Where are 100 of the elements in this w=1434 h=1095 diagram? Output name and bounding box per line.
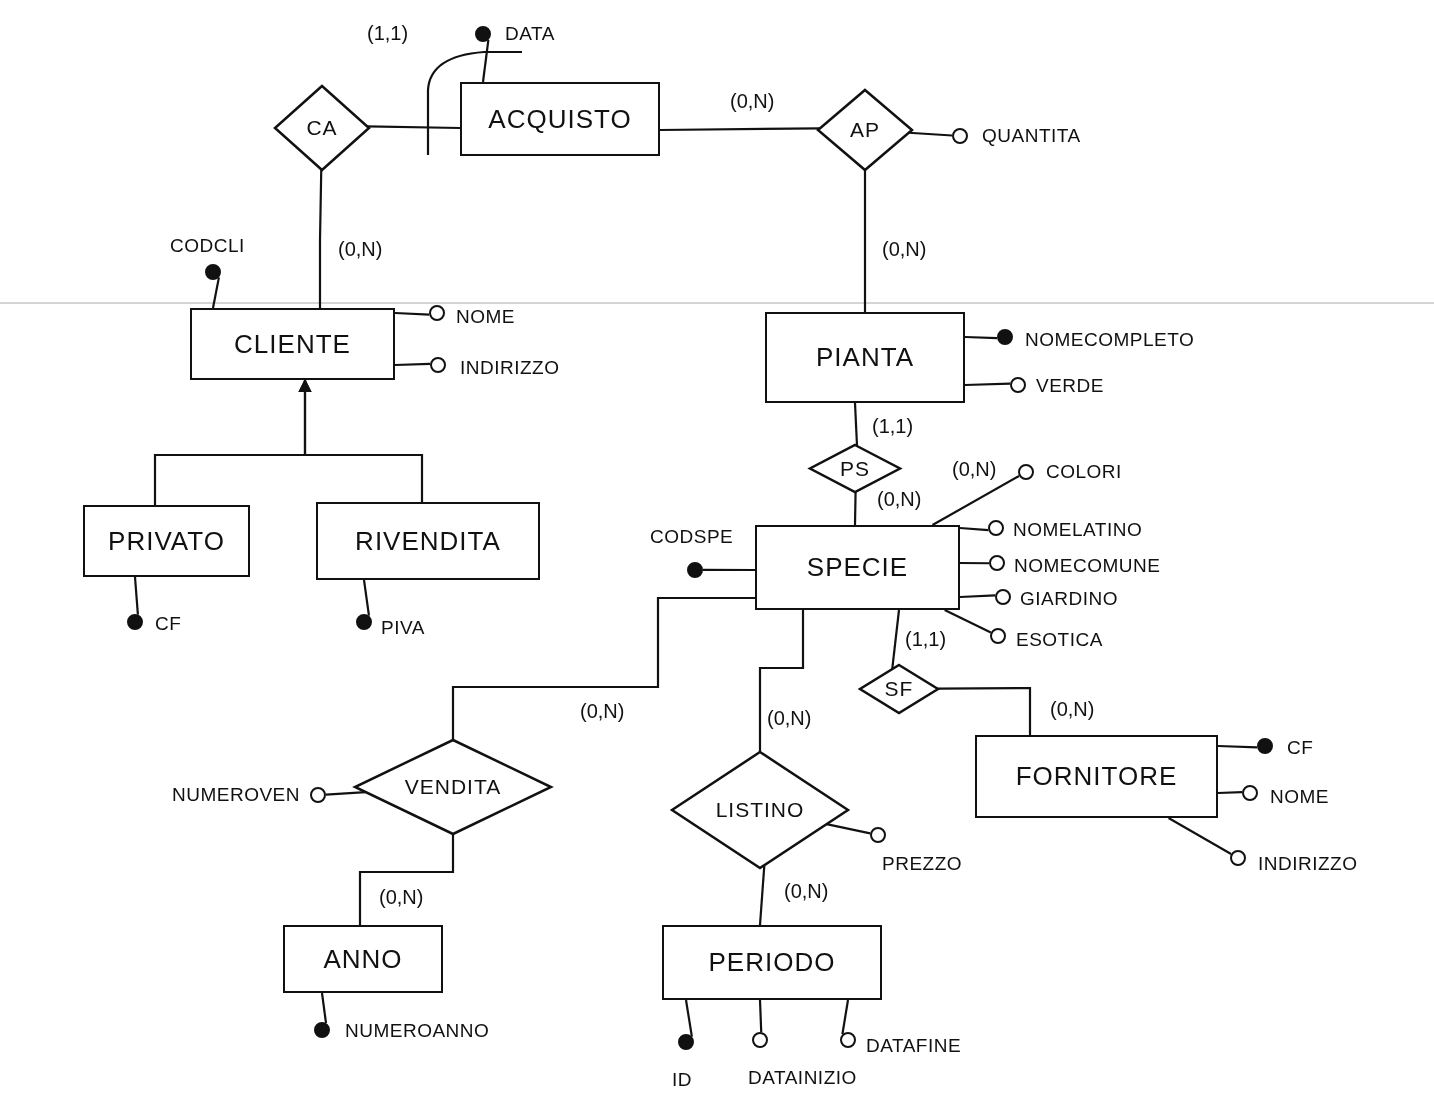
attribute-line: [1217, 744, 1258, 749]
attribute-circle: [430, 357, 446, 373]
cardinality-label: (0,N): [1048, 698, 1097, 720]
attribute-name: CF: [155, 614, 182, 633]
key-attribute-dot: [127, 614, 143, 630]
connector-line: [937, 686, 1032, 735]
attribute-line: [1168, 817, 1232, 855]
entity-name: SPECIE: [806, 552, 909, 583]
connector-line: [758, 865, 766, 926]
attribute-circle: [870, 827, 886, 843]
attribute-name: NOME: [1270, 787, 1329, 806]
attribute-circle: [1018, 464, 1034, 480]
generalization-arrow: [298, 378, 424, 502]
relationship-diamond: [275, 86, 369, 170]
key-attribute-dot: [687, 562, 703, 578]
entity-box: [975, 735, 1218, 818]
relationship-name: CA: [306, 116, 338, 140]
relationship-name: LISTINO: [715, 798, 805, 822]
attribute-line: [684, 999, 693, 1037]
key-attribute-dot: [205, 264, 221, 280]
cardinality-label: (0,N): [728, 90, 777, 112]
relationship-diamond: [672, 752, 848, 868]
attribute-line: [320, 992, 328, 1024]
attribute-line: [959, 594, 996, 599]
attribute-circle: [310, 787, 326, 803]
attribute-name: NOME: [456, 307, 515, 326]
entity-box: [283, 925, 443, 993]
entity-box: [83, 505, 250, 577]
entity-name: PERIODO: [708, 947, 836, 978]
attribute-circle: [840, 1032, 856, 1048]
attribute-name: CODCLI: [170, 236, 245, 255]
cardinality-label: (0,N): [578, 700, 627, 722]
attribute-name: NOMECOMUNE: [1014, 556, 1161, 575]
key-attribute-dot: [314, 1022, 330, 1038]
attribute-name: DATAINIZIO: [748, 1068, 857, 1087]
attribute-line: [362, 579, 371, 616]
entity-box: [460, 82, 660, 156]
cardinality-label: (0,N): [782, 880, 831, 902]
entity-box: [755, 525, 960, 610]
key-attribute-dot: [678, 1034, 694, 1050]
attribute-line: [211, 277, 220, 309]
entity-box: [190, 308, 395, 380]
relationship-diamond: [810, 445, 900, 492]
attribute-name: NUMEROANNO: [345, 1021, 490, 1040]
attribute-name: GIARDINO: [1020, 589, 1118, 608]
attribute-circle: [1242, 785, 1258, 801]
relationship-name: AP: [850, 118, 880, 142]
attribute-name: COLORI: [1046, 462, 1122, 481]
attribute-line: [959, 526, 989, 532]
relationship-name: SF: [884, 677, 914, 701]
attribute-name: NOMECOMPLETO: [1025, 330, 1195, 349]
attribute-circle: [1010, 377, 1026, 393]
connector-line: [367, 125, 460, 130]
attribute-name: CODSPE: [650, 527, 734, 546]
entity-name: PRIVATO: [108, 525, 225, 557]
attribute-line: [394, 362, 431, 367]
attribute-line: [908, 131, 953, 137]
relationship-name: VENDITA: [404, 775, 502, 799]
connector-line: [358, 834, 455, 925]
attribute-line: [944, 609, 992, 634]
entity-name: ANNO: [323, 943, 403, 975]
relationship-name: PS: [840, 456, 870, 481]
attribute-name: VERDE: [1036, 376, 1104, 395]
attribute-name: NUMEROVEN: [172, 785, 300, 804]
key-attribute-dot: [356, 614, 372, 630]
attribute-line: [133, 576, 139, 615]
entity-box: [662, 925, 882, 1000]
entity-name: ACQUISTO: [488, 103, 632, 135]
attribute-name: CF: [1287, 738, 1314, 757]
attribute-circle: [989, 555, 1005, 571]
relationship-diamond: [355, 740, 551, 834]
attribute-line: [325, 791, 366, 796]
attribute-circle: [995, 589, 1011, 605]
entity-box: [316, 502, 540, 580]
attribute-circle: [988, 520, 1004, 536]
attribute-circle: [952, 128, 968, 144]
connector-line: [853, 402, 859, 447]
entity-box: [765, 312, 965, 403]
key-attribute-dot: [1257, 738, 1273, 754]
attribute-name: QUANTITA: [982, 126, 1081, 145]
connector-line: [863, 170, 867, 312]
attribute-line: [826, 823, 871, 835]
attribute-line: [960, 561, 989, 565]
attribute-name: PREZZO: [882, 854, 963, 873]
attribute-line: [703, 568, 755, 572]
attribute-line: [394, 311, 430, 316]
attribute-name: INDIRIZZO: [460, 358, 560, 377]
attribute-name: DATA: [505, 24, 555, 43]
key-attribute-dot: [475, 26, 491, 42]
entity-name: RIVENDITA: [355, 525, 501, 557]
connector-line: [451, 596, 755, 740]
attribute-circle: [1230, 850, 1246, 866]
attribute-line: [931, 475, 1020, 526]
attribute-line: [1217, 791, 1243, 795]
attribute-circle: [429, 305, 445, 321]
attribute-circle: [990, 628, 1006, 644]
attribute-line: [841, 999, 850, 1035]
attribute-name: ESOTICA: [1016, 630, 1103, 649]
cardinality-label: (0,N): [336, 238, 385, 260]
attribute-line: [964, 335, 998, 340]
